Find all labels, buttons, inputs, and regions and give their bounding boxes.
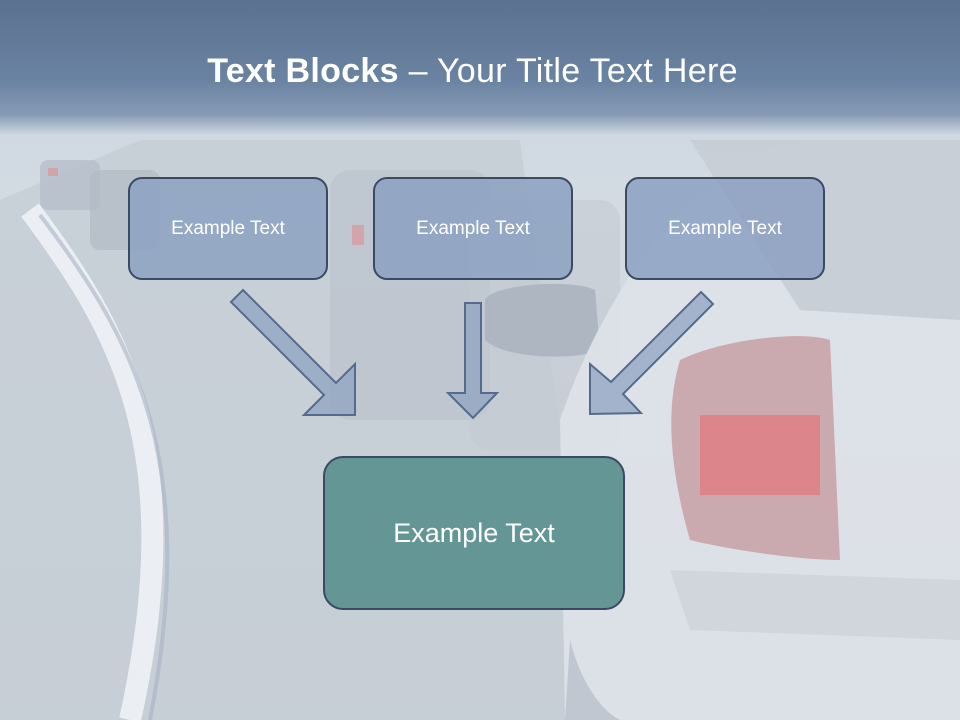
target-block-label: Example Text: [393, 517, 555, 548]
title-rest: – Your Title Text Here: [398, 52, 738, 90]
title-bold: Text Blocks: [207, 52, 399, 90]
arrow-center: [445, 302, 500, 420]
text-block-3-label: Example Text: [668, 217, 782, 239]
arrow-left: [229, 288, 356, 416]
target-block[interactable]: Example Text: [323, 456, 625, 610]
page-title: Text Blocks – Your Title Text Here: [0, 52, 945, 91]
arrow-right: [589, 290, 715, 416]
text-block-1[interactable]: Example Text: [128, 177, 328, 280]
text-block-3[interactable]: Example Text: [625, 177, 825, 280]
text-block-2-label: Example Text: [416, 217, 530, 239]
title-band: [0, 0, 960, 135]
text-block-2[interactable]: Example Text: [373, 177, 573, 280]
text-block-1-label: Example Text: [171, 217, 285, 239]
